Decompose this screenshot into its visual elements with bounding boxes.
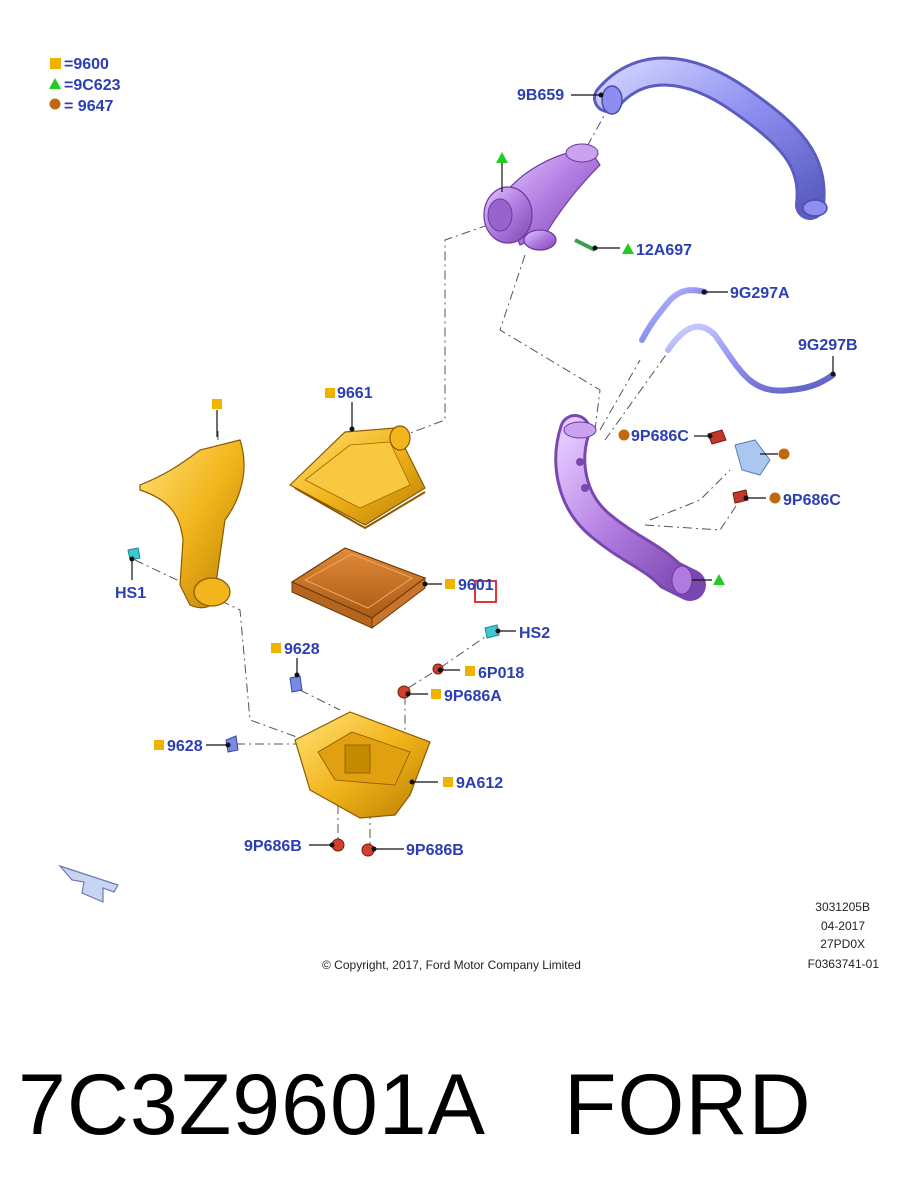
- hs2-clamp: [484, 624, 500, 639]
- circle-marker-icon: [618, 429, 630, 441]
- lower-airbox-9a612: [294, 711, 431, 819]
- callout-9p686c-upper: 9P686C: [631, 428, 689, 445]
- legend-square-icon: [50, 58, 61, 69]
- callouts: 9B659 12A697 9G297A 9G297B 9661 9P686C 9…: [115, 87, 858, 859]
- breather-tubes: [639, 287, 836, 394]
- code3-text: F0363741-01: [808, 957, 880, 971]
- clip-9628-left: [225, 735, 239, 753]
- callout-9601: 9601: [458, 577, 494, 594]
- callout-9p686c-lower: 9P686C: [783, 492, 841, 509]
- parts-diagram: =9600 =9C623 = 9647: [49, 56, 880, 972]
- hose-9b659: [593, 56, 828, 220]
- callout-12a697: 12A697: [636, 242, 692, 259]
- square-marker-icon: [154, 740, 164, 750]
- callout-9g297b: 9G297B: [798, 337, 858, 354]
- triangle-marker-icon: [496, 152, 508, 163]
- callout-9a612: 9A612: [456, 775, 503, 792]
- callout-9g297a: 9G297A: [730, 285, 790, 302]
- code1-text: 3031205B: [815, 900, 870, 914]
- caption: 7C3Z9601A FORD: [18, 1050, 898, 1160]
- clip-9628-top: [289, 675, 303, 693]
- circle-marker-icon: [769, 492, 781, 504]
- square-marker-icon: [212, 399, 222, 409]
- callout-9628-top: 9628: [284, 641, 320, 658]
- brand-name: FORD: [563, 1057, 812, 1153]
- direction-arrow-icon: [58, 864, 119, 903]
- callout-hs2: HS2: [519, 625, 550, 642]
- callout-9628-left: 9628: [167, 738, 203, 755]
- intake-tube-purple: [554, 414, 706, 601]
- intake-duct-left: [139, 439, 245, 609]
- legend-triangle-icon: [49, 78, 61, 89]
- date-text: 04-2017: [821, 919, 865, 933]
- legend-label-9600: =9600: [64, 56, 109, 73]
- callout-9p686b-left: 9P686B: [244, 838, 302, 855]
- square-marker-icon: [325, 388, 335, 398]
- triangle-marker-icon: [622, 243, 634, 254]
- callout-9661: 9661: [337, 385, 373, 402]
- highlight-box: [474, 580, 497, 603]
- legend-label-9647: = 9647: [64, 98, 113, 115]
- callout-9p686b-right: 9P686B: [406, 842, 464, 859]
- square-marker-icon: [443, 777, 453, 787]
- square-marker-icon: [445, 579, 455, 589]
- copyright-text: © Copyright, 2017, Ford Motor Company Li…: [322, 958, 581, 972]
- resonator-bellows: [483, 143, 601, 252]
- square-marker-icon: [465, 666, 475, 676]
- triangle-marker-icon: [713, 574, 725, 585]
- callout-hs1: HS1: [115, 585, 146, 602]
- callout-6p018: 6P018: [478, 665, 524, 682]
- callout-9p686a: 9P686A: [444, 688, 502, 705]
- code2-text: 27PD0X: [820, 937, 865, 951]
- callout-9b659: 9B659: [517, 87, 564, 104]
- bracket: [734, 439, 771, 476]
- square-marker-icon: [271, 643, 281, 653]
- part-number: 7C3Z9601A: [18, 1057, 486, 1153]
- square-marker-icon: [431, 689, 441, 699]
- legend-circle-icon: [49, 98, 61, 110]
- air-filter-9601: [290, 547, 427, 630]
- clip-9p686c-top: [707, 429, 727, 445]
- airbox-cover-9661: [288, 425, 426, 530]
- legend: =9600 =9C623 = 9647: [49, 56, 121, 115]
- circle-marker-icon: [778, 448, 790, 460]
- legend-label-9c623: =9C623: [64, 77, 121, 94]
